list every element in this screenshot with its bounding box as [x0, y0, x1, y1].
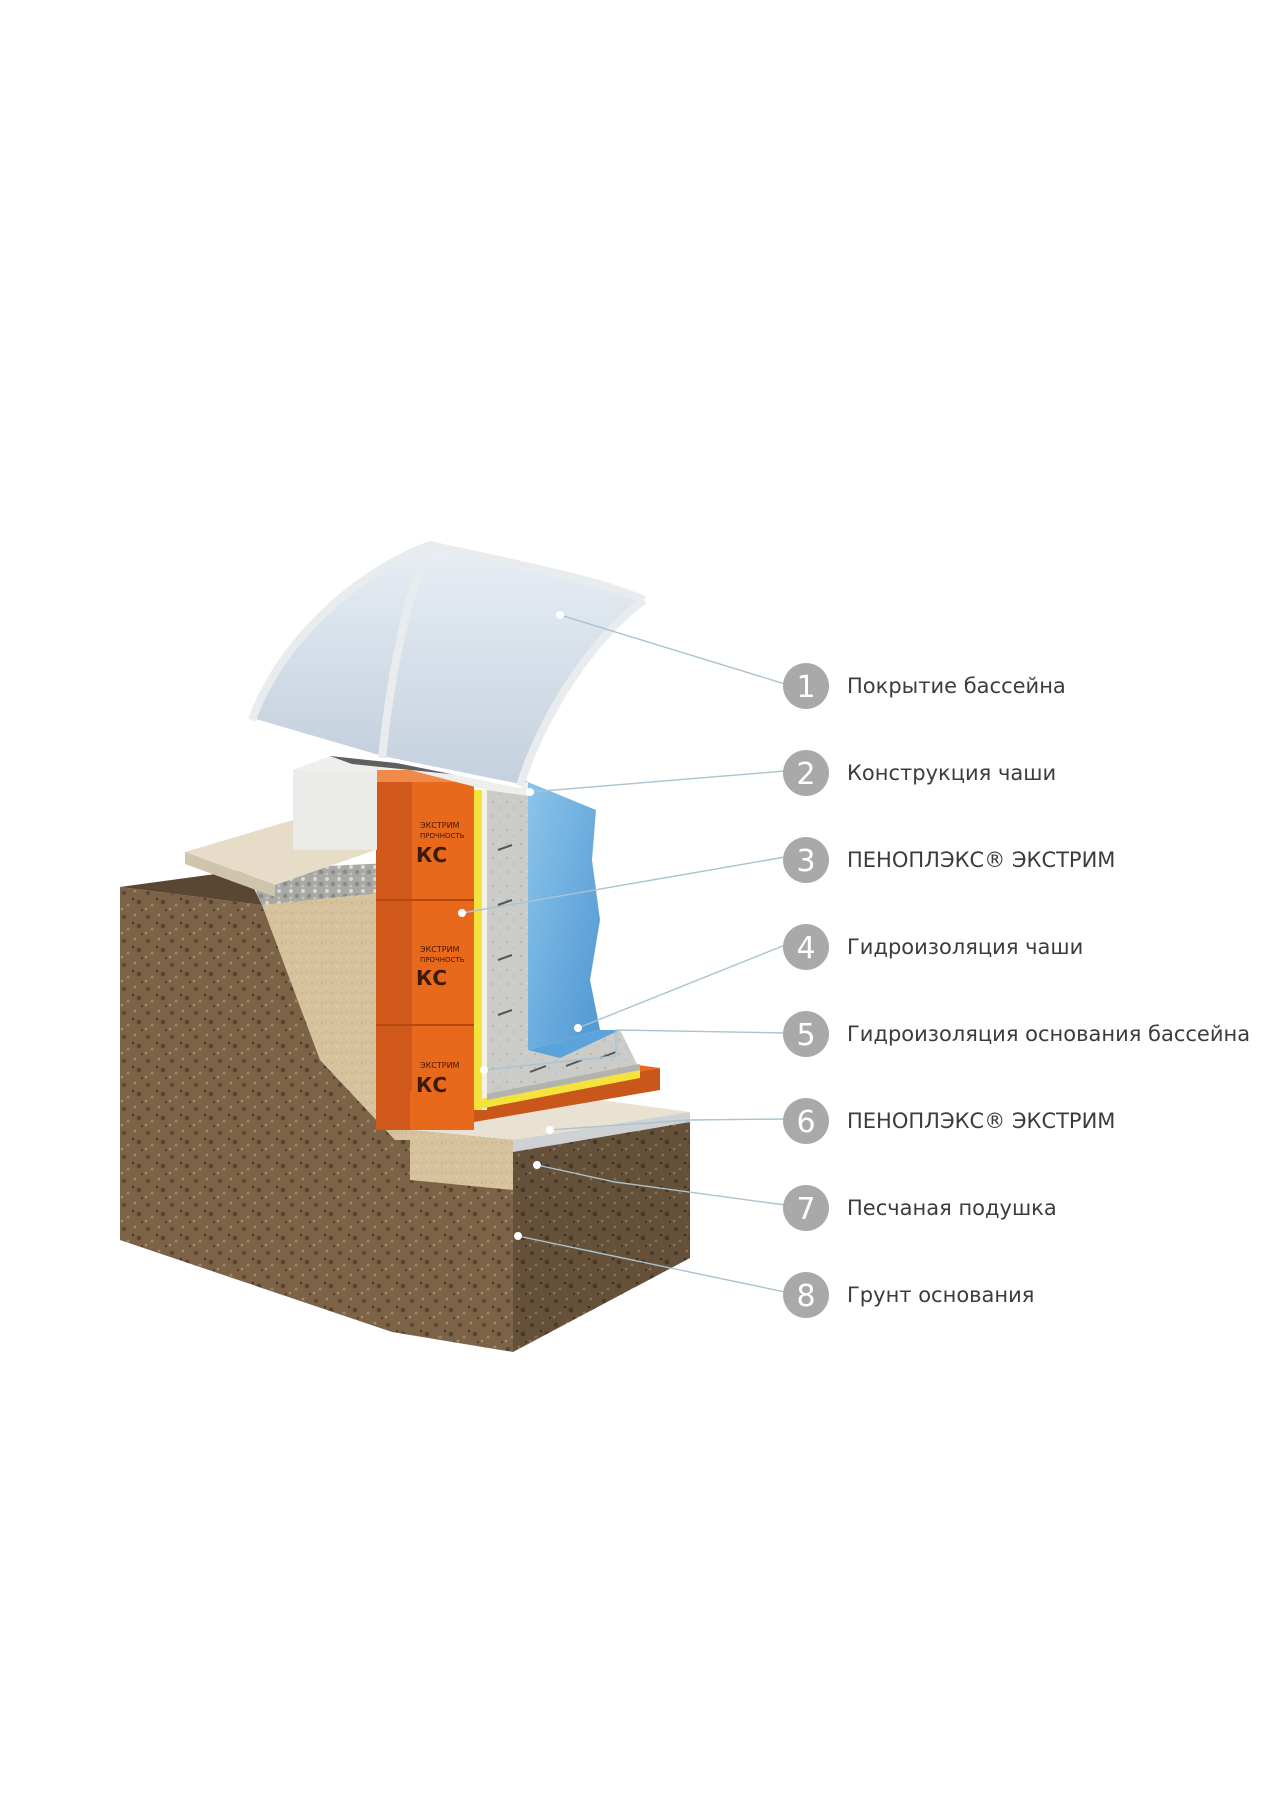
- legend-item-8: 8 Грунт основания: [783, 1272, 1034, 1318]
- sand-backfill: [262, 890, 410, 1140]
- legend-item-4: 4 Гидроизоляция чаши: [783, 924, 1083, 970]
- leader-line-6: [549, 1118, 786, 1131]
- leader-line-7: [536, 1164, 786, 1206]
- legend-label: ПЕНОПЛЭКС® ЭКСТРИМ: [847, 848, 1115, 872]
- legend-item-1: 1 Покрытие бассейна: [783, 663, 1066, 709]
- soil-right-shade: [513, 1118, 690, 1352]
- cover-frame-middle: [378, 543, 434, 759]
- cover-frame-back: [516, 596, 647, 788]
- number-badge-text: 4: [796, 931, 815, 966]
- soil-right-face: [513, 1118, 690, 1352]
- board-marking-7: ЭКСТРИМ: [420, 1061, 460, 1070]
- waterproofing-membrane: [474, 790, 640, 1110]
- legend-item-2: 2 Конструкция чаши: [783, 750, 1056, 796]
- pool-cover: [248, 540, 648, 789]
- leader-line-2: [529, 770, 786, 793]
- leader-dot-4: [574, 1024, 582, 1032]
- leader-dot-7: [533, 1161, 541, 1169]
- legend-item-5: 5 Гидроизоляция основания бассейна: [783, 1011, 1250, 1057]
- leader-line-1: [559, 614, 786, 685]
- pool-illustration: ЭКСТРИМ ПРОЧНОСТЬ КС ЭКСТРИМ ПРОЧНОСТЬ К…: [120, 540, 690, 1352]
- number-badge: [783, 924, 829, 970]
- leader-dot-3: [458, 909, 466, 917]
- membrane-base: [474, 1070, 640, 1110]
- board-marking-8: КС: [416, 1073, 447, 1097]
- soil-block: [120, 870, 690, 1352]
- number-badge-text: 5: [796, 1018, 815, 1053]
- leader-dot-6: [546, 1126, 554, 1134]
- paving-side: [185, 852, 275, 897]
- concrete-wall: [487, 782, 528, 1100]
- number-badge-text: 7: [796, 1192, 815, 1227]
- number-badge-text: 2: [796, 757, 815, 792]
- legend-label: Покрытие бассейна: [847, 674, 1066, 698]
- foam-wall: [410, 770, 474, 1130]
- legend-label: Песчаная подушка: [847, 1196, 1057, 1220]
- membrane-wall-white: [482, 790, 487, 1110]
- leader-line-5: [483, 1029, 786, 1071]
- concrete-floor: [487, 1030, 640, 1100]
- legend: 1 Покрытие бассейна 2 Конструкция чаши 3…: [783, 663, 1250, 1318]
- legend-item-7: 7 Песчаная подушка: [783, 1185, 1057, 1231]
- cover-panel-right: [379, 542, 648, 789]
- pool-water: [528, 782, 600, 1050]
- leader-line-4: [577, 944, 786, 1029]
- board-marking-2: ПРОЧНОСТЬ: [420, 832, 465, 840]
- board-marking-3: КС: [416, 843, 447, 867]
- number-badge: [783, 750, 829, 796]
- leader-line-8: [517, 1235, 786, 1293]
- legend-label: Гидроизоляция чаши: [847, 935, 1083, 959]
- board-marking-5: ПРОЧНОСТЬ: [420, 956, 465, 964]
- number-badge-text: 8: [796, 1279, 815, 1314]
- sand-cushion-front: [410, 1130, 513, 1190]
- coping-block: [293, 756, 528, 796]
- leader-dot-2: [526, 788, 534, 796]
- board-marking-6: КС: [416, 966, 447, 990]
- number-badge: [783, 1011, 829, 1057]
- number-badge-text: 3: [796, 844, 815, 879]
- foam-wall-side: [376, 782, 412, 1130]
- legend-label: Конструкция чаши: [847, 761, 1056, 785]
- leader-line-3: [461, 856, 786, 914]
- number-badge: [783, 1272, 829, 1318]
- number-badge: [783, 1098, 829, 1144]
- membrane-wall: [474, 790, 482, 1110]
- sand-cushion-top: [410, 1100, 690, 1140]
- leader-dot-5: [480, 1066, 488, 1074]
- legend-label: ПЕНОПЛЭКС® ЭКСТРИМ: [847, 1109, 1115, 1133]
- pool-water-floor: [528, 1030, 620, 1058]
- concrete-floor-front: [487, 1064, 640, 1100]
- sand-cushion: [410, 1100, 690, 1190]
- concrete-bowl: [487, 782, 640, 1100]
- number-badge-text: 6: [796, 1105, 815, 1140]
- coping-face: [293, 770, 377, 850]
- board-marking-1: ЭКСТРИМ: [420, 821, 460, 830]
- number-badge: [783, 1185, 829, 1231]
- number-badge: [783, 663, 829, 709]
- leader-dot-1: [556, 611, 564, 619]
- number-badge: [783, 837, 829, 883]
- leader-lines: [458, 611, 786, 1293]
- geotextile-layer: [513, 1112, 690, 1152]
- legend-item-6: 6 ПЕНОПЛЭКС® ЭКСТРИМ: [783, 1098, 1115, 1144]
- soil-front-face: [120, 887, 513, 1352]
- number-badge-text: 1: [796, 670, 815, 705]
- legend-label: Гидроизоляция основания бассейна: [847, 1022, 1250, 1046]
- leader-dot-8: [514, 1232, 522, 1240]
- legend-item-3: 3 ПЕНОПЛЭКС® ЭКСТРИМ: [783, 837, 1115, 883]
- board-marking-4: ЭКСТРИМ: [420, 945, 460, 954]
- legend-label: Грунт основания: [847, 1283, 1034, 1307]
